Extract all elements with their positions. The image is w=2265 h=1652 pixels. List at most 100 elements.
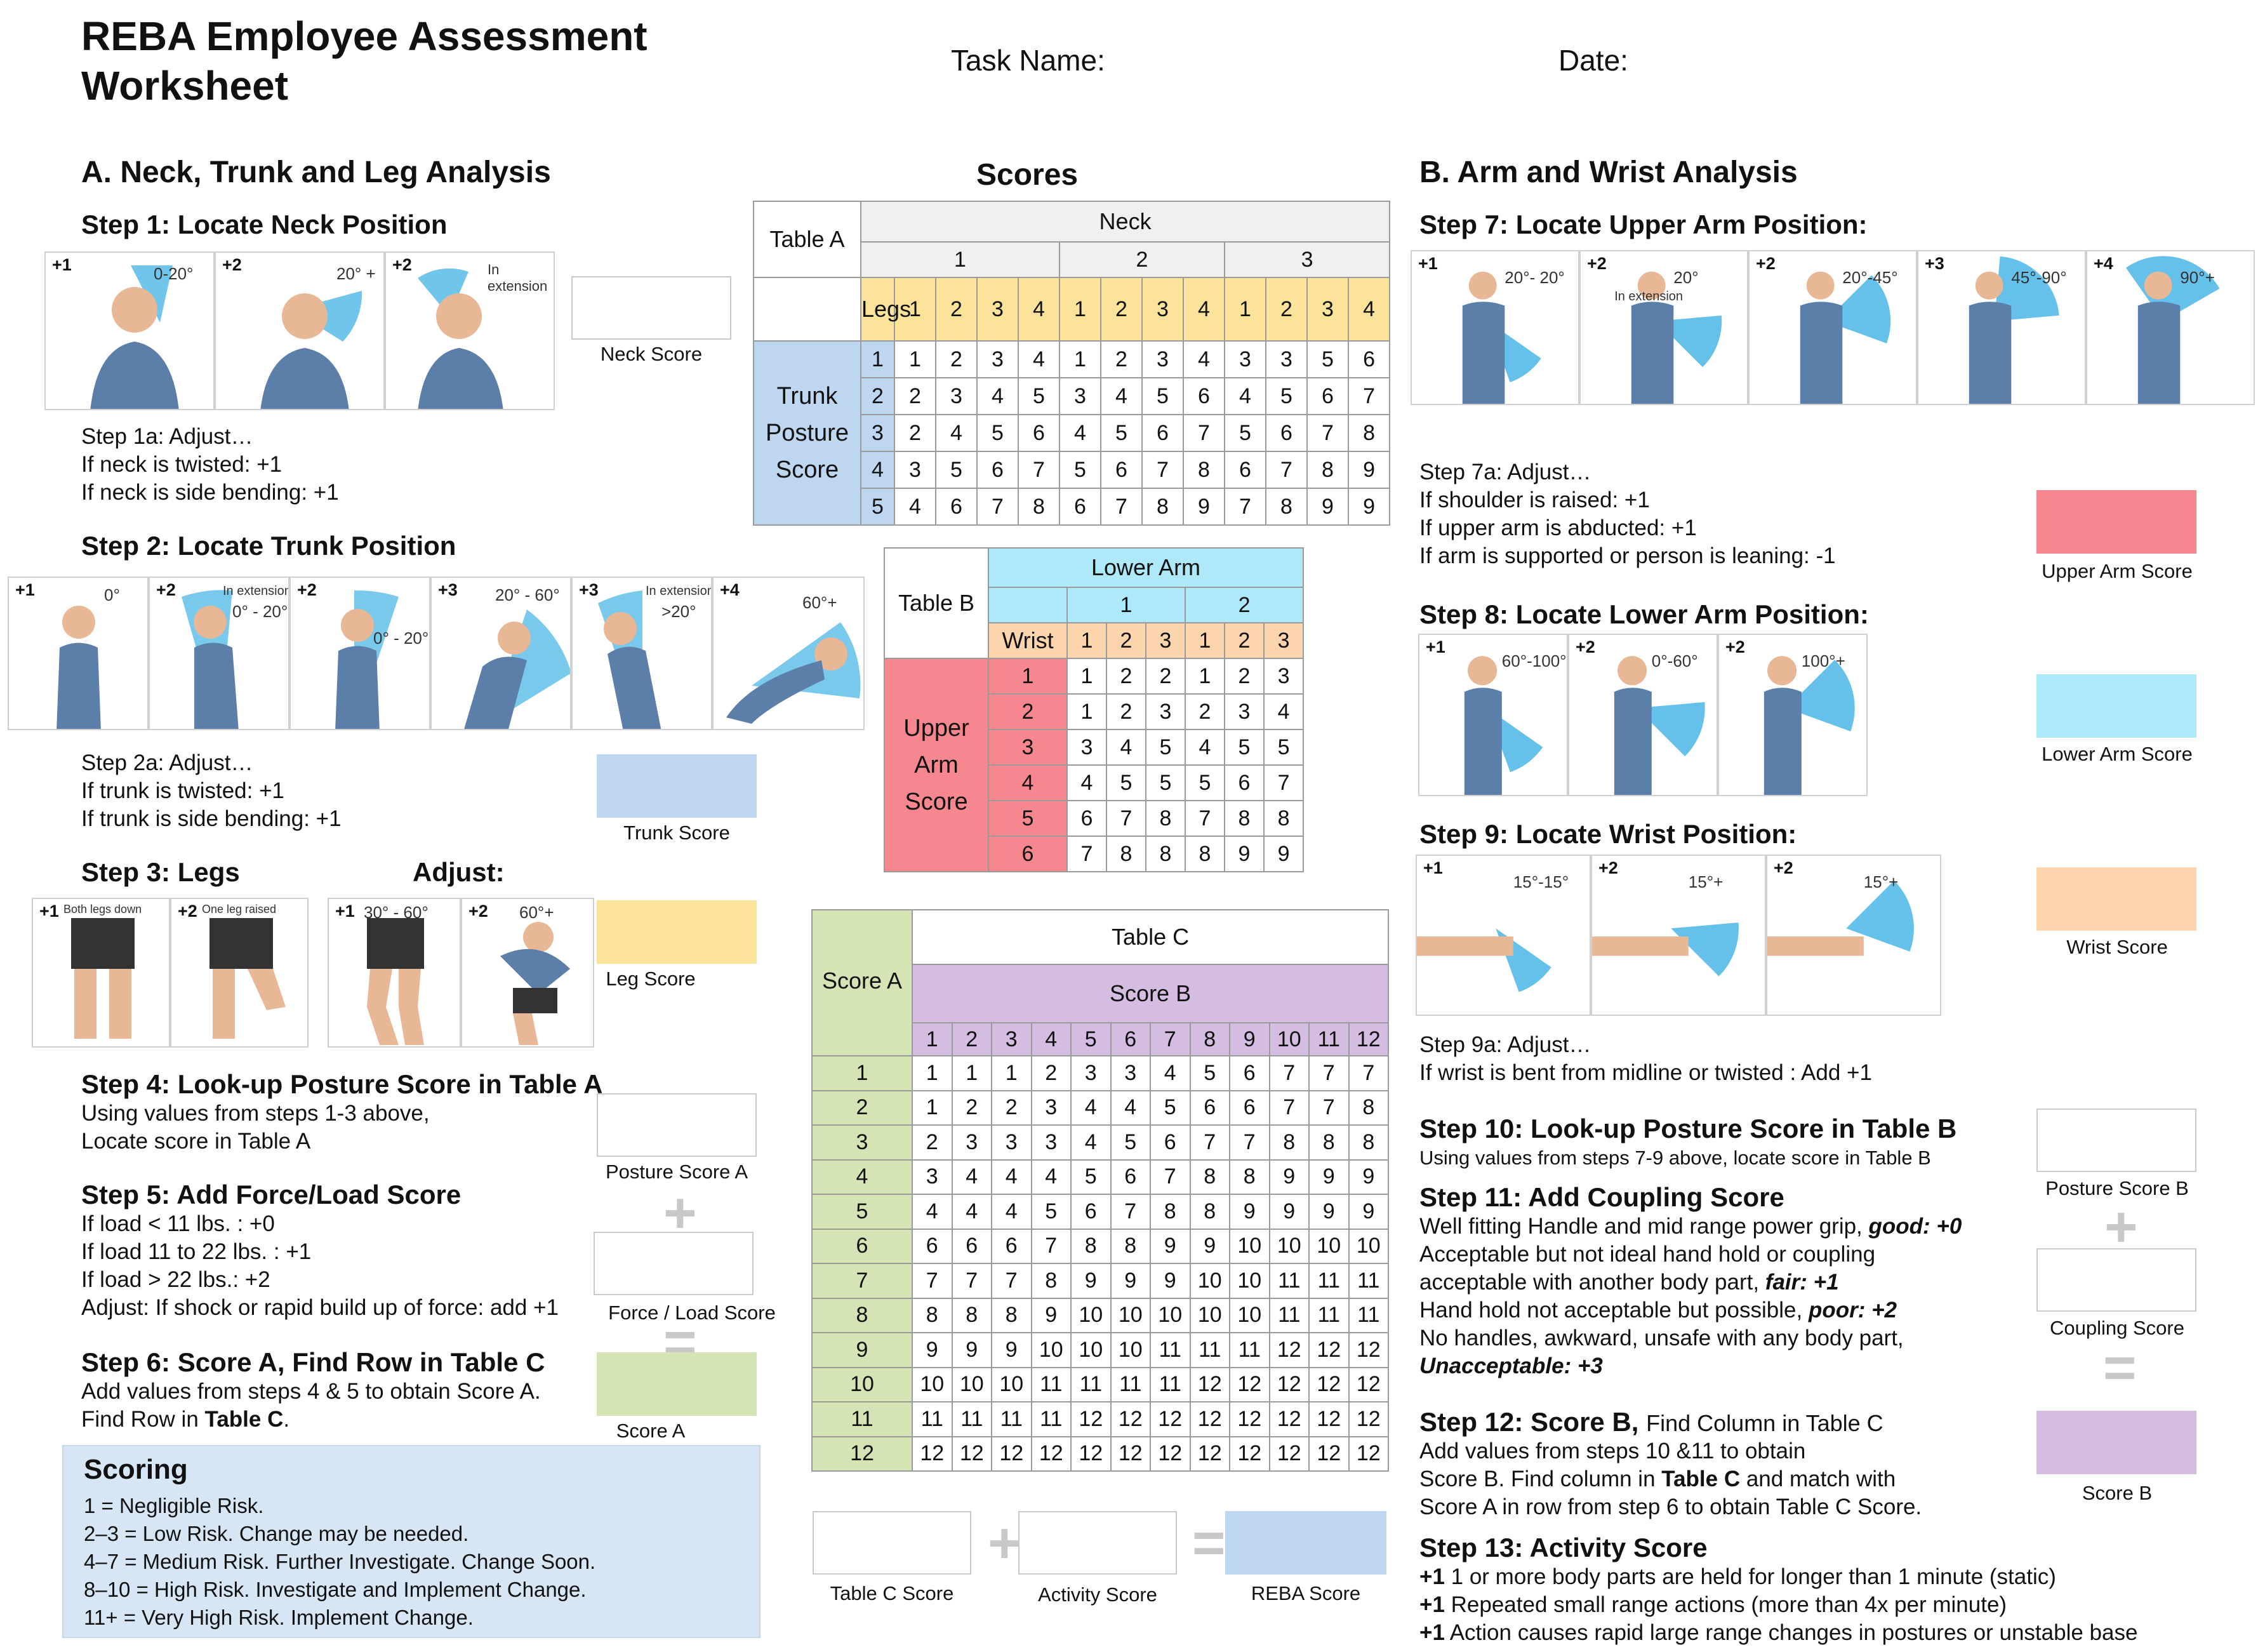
table-c-cell: 12 (1150, 1436, 1191, 1472)
table-c-cell: 2 (951, 1089, 992, 1126)
table-a-neck-header: Neck (860, 201, 1391, 243)
upper-arm-score-box[interactable] (2036, 490, 2196, 554)
table-c-cell: 10 (991, 1366, 1032, 1402)
table-c-cell: 6 (1189, 1089, 1230, 1126)
posture-score-b-box[interactable] (2036, 1109, 2196, 1172)
table-c-cell: 4 (991, 1159, 1032, 1195)
table-c-cell: 12 (1070, 1401, 1112, 1437)
table-c-col-header: 2 (951, 1022, 992, 1056)
table-c-cell: 12 (1268, 1436, 1310, 1472)
activity-score-box[interactable] (1018, 1511, 1177, 1575)
table-a-cell: 6 (976, 451, 1019, 489)
table-c-cell: 7 (1110, 1194, 1151, 1230)
leg-score-box[interactable] (597, 900, 757, 964)
coupling-score-box[interactable] (2036, 1248, 2196, 1312)
table-c-cell: 3 (1110, 1055, 1151, 1091)
section-b-heading: B. Arm and Wrist Analysis (1419, 156, 1798, 189)
table-c-cell: 7 (1229, 1124, 1270, 1161)
table-c-cell: 12 (951, 1436, 992, 1472)
table-a-cell: 3 (976, 340, 1019, 378)
table-c-score-box[interactable] (813, 1511, 971, 1575)
table-a-cell: 9 (1347, 488, 1391, 526)
table-c-cell: 12 (1308, 1401, 1350, 1437)
neck-score-box[interactable] (571, 276, 731, 340)
person-figure-icon (1631, 271, 1722, 404)
trunk-score-box[interactable] (597, 754, 757, 818)
legs-photo-3: +1 30° - 60° (328, 898, 461, 1048)
table-b-cell: 5 (1185, 764, 1225, 801)
table-a-cell: 7 (1141, 451, 1184, 489)
table-b-cell: 3 (1224, 693, 1265, 730)
person-figure-icon (464, 610, 570, 729)
neck-photo-3-points: +2 (392, 255, 412, 274)
table-a-row-header: 3 (860, 414, 895, 452)
table-a-cell: 7 (1018, 451, 1060, 489)
step6-heading: Step 6: Score A, Find Row in Table C (81, 1347, 545, 1377)
table-a-cell: 6 (1059, 488, 1101, 526)
table-a-cell: 2 (935, 340, 978, 378)
table-a-legs-col: 3 (976, 277, 1019, 342)
table-c-cell: 12 (1348, 1332, 1390, 1368)
table-b-cell: 5 (1224, 729, 1265, 766)
table-a-cell: 4 (1100, 377, 1143, 415)
table-a-cell: 6 (935, 488, 978, 526)
posture-score-b-label: Posture Score B (2045, 1177, 2189, 1199)
table-a-cell: 4 (894, 488, 936, 526)
reba-score-box[interactable] (1225, 1511, 1386, 1575)
section-a-heading: A. Neck, Trunk and Leg Analysis (81, 156, 551, 189)
neck-photo-2-angle: 20° + (336, 264, 376, 283)
table-a-legs-col: 2 (935, 277, 978, 342)
posture-score-a-box[interactable] (597, 1093, 757, 1157)
table-c-cell: 6 (1229, 1055, 1270, 1091)
table-c-title: Table C (911, 909, 1390, 965)
table-c-cell: 12 (1110, 1401, 1151, 1437)
table-c-cell: 8 (991, 1297, 1032, 1333)
table-b-cell: 1 (1185, 658, 1225, 695)
trunk-photo-6: +4 60°+ (712, 576, 865, 730)
table-a-cell: 6 (1265, 414, 1308, 452)
table-a-cell: 5 (1224, 414, 1266, 452)
table-b-cell: 9 (1224, 836, 1265, 872)
step4-heading: Step 4: Look-up Posture Score in Table A (81, 1069, 603, 1099)
neck-score-label: Neck Score (600, 343, 703, 365)
step7a-text: Step 7a: Adjust…If shoulder is raised: +… (1419, 460, 1836, 568)
score-a-box[interactable] (597, 1352, 757, 1416)
table-a-cell: 9 (1183, 488, 1225, 526)
table-c-cell: 9 (1229, 1194, 1270, 1230)
trunk-photo-2: +2 In extension 0° - 20° (149, 576, 289, 730)
neck-photo-3: +2 In extension (385, 251, 555, 410)
force-load-score-box[interactable] (594, 1232, 754, 1295)
wrist-score-box[interactable] (2036, 867, 2196, 931)
table-c-cell: 10 (1070, 1332, 1112, 1368)
table-c-cell: 6 (912, 1228, 953, 1264)
table-c-col-header: 10 (1268, 1022, 1310, 1056)
table-c-cell: 11 (1070, 1366, 1112, 1402)
legs-figure-icon (209, 918, 286, 1039)
score-b-box[interactable] (2036, 1411, 2196, 1474)
table-b-row-header: 4 (988, 764, 1068, 801)
table-c-score-b-header: Score B (911, 964, 1390, 1023)
table-c-col-header: 6 (1110, 1022, 1151, 1056)
person-figure-icon (90, 265, 179, 409)
table-c-cell: 3 (951, 1124, 992, 1161)
lower-arm-score-box[interactable] (2036, 674, 2196, 738)
table-b-cell: 1 (1066, 658, 1107, 695)
lower-arm-score-label: Lower Arm Score (2042, 743, 2193, 765)
table-c-cell: 10 (1268, 1228, 1310, 1264)
trunk-photo-1: +1 0° (8, 576, 149, 730)
table-c-cell: 11 (991, 1401, 1032, 1437)
table-a-legs-col: 1 (894, 277, 936, 342)
score-a-label: Score A (616, 1420, 686, 1442)
table-a-cell: 3 (1059, 377, 1101, 415)
table-c-col-header: 4 (1030, 1022, 1072, 1056)
table-c-cell: 7 (991, 1263, 1032, 1299)
table-c-cell: 11 (1268, 1263, 1310, 1299)
table-a-cell: 6 (1306, 377, 1349, 415)
step10-heading: Step 10: Look-up Posture Score in Table … (1419, 1114, 1957, 1143)
task-name-label: Task Name: (951, 44, 1105, 77)
